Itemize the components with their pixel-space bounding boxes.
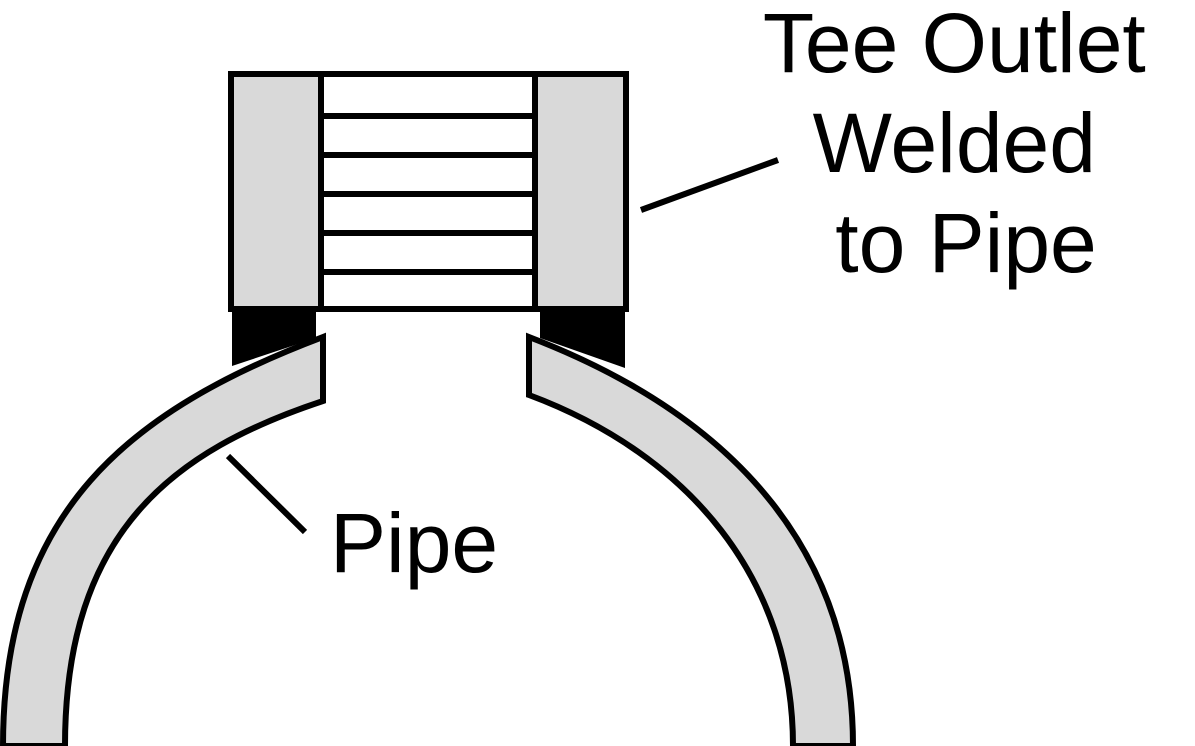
weld-bead-right: [540, 309, 625, 368]
pipe-label: Pipe: [330, 496, 498, 590]
pipe-wall-left: [0, 332, 326, 746]
pipe-leader-line: [225, 453, 308, 535]
tee-outlet-label-line-1: Tee Outlet: [763, 0, 1146, 90]
tee-outlet-label-line-3: to Pipe: [835, 196, 1097, 290]
weld-bead-left: [232, 309, 316, 366]
thread-lines: [321, 113, 535, 275]
tee-outlet-wall-right: [532, 71, 629, 312]
tee-outlet-wall-left: [228, 71, 324, 312]
tee-outlet-leader-line: [639, 157, 780, 213]
pipe-wall-right: [526, 332, 857, 746]
tee-outlet-label: Tee Outlet Welded to Pipe: [763, 0, 1169, 290]
tee-outlet-label-line-2: Welded: [813, 96, 1096, 190]
